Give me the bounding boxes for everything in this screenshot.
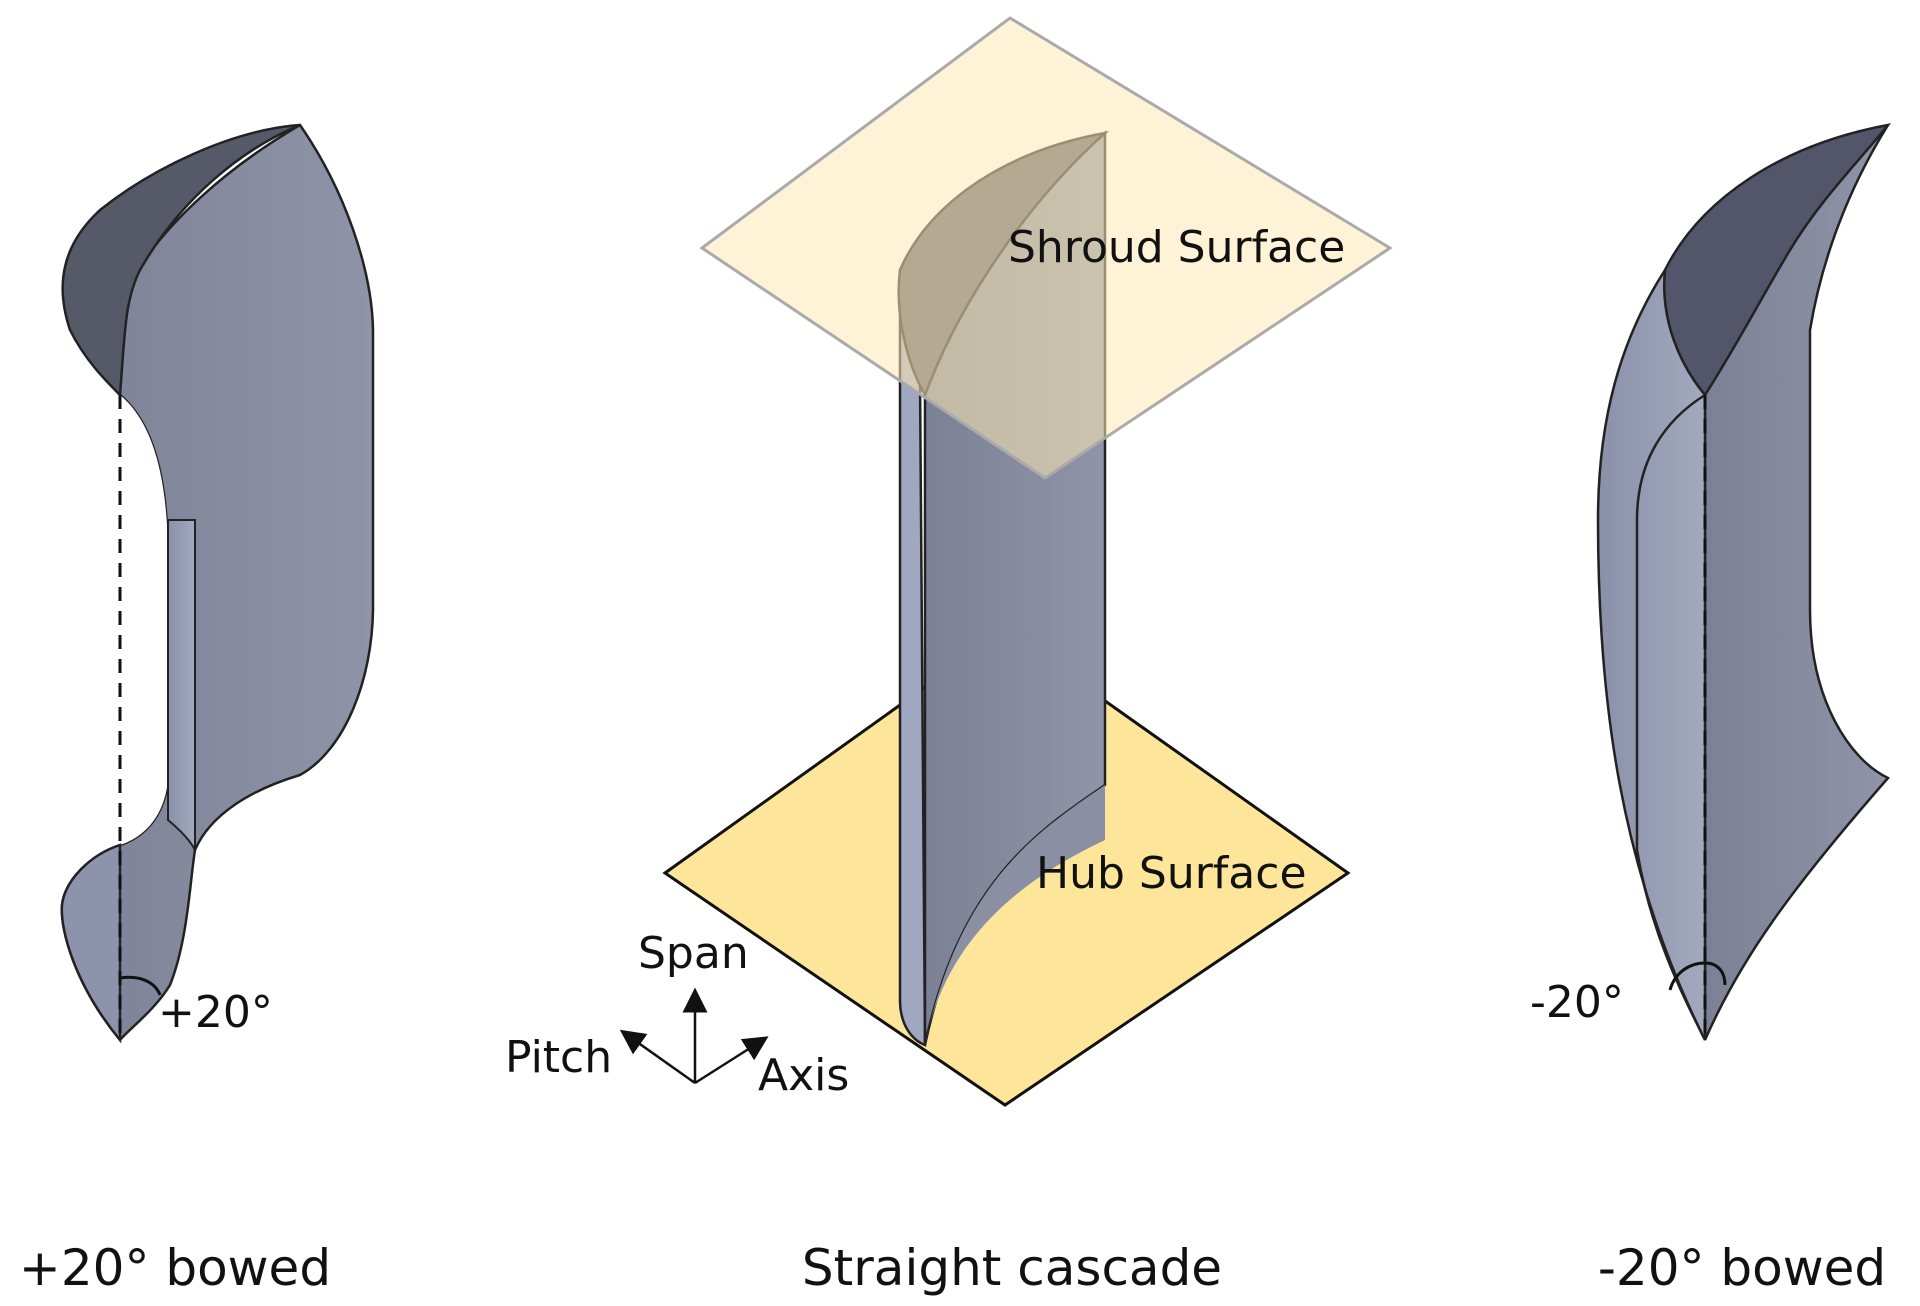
axis-pitch-label: Pitch <box>505 1032 612 1083</box>
right-angle-arc <box>1668 961 1727 991</box>
left-bowed-blade: +20° <box>60 123 375 1044</box>
left-angle-arc <box>119 975 162 996</box>
left-caption: +20° bowed <box>19 1239 331 1297</box>
shroud-label: Shroud Surface <box>1008 222 1345 273</box>
left-blade-top <box>61 123 301 398</box>
axis-span-label: Span <box>638 928 749 979</box>
left-blade-side <box>120 395 168 845</box>
hub-label: Hub Surface <box>1036 848 1307 899</box>
right-bowed-blade: -20° <box>1530 123 1892 1041</box>
right-caption: -20° bowed <box>1598 1239 1886 1297</box>
axes-indicator: Span Pitch Axis <box>505 928 849 1101</box>
right-blade-side <box>1596 269 1707 1041</box>
center-straight-cascade: Shroud Surface Hub Surface Span Pitch Ax… <box>505 16 1393 1107</box>
left-angle-label: +20° <box>158 987 273 1038</box>
shroud-surface <box>699 16 1393 480</box>
right-angle-label: -20° <box>1530 977 1624 1028</box>
axis-axis-label: Axis <box>758 1050 849 1101</box>
center-caption: Straight cascade <box>802 1239 1222 1297</box>
